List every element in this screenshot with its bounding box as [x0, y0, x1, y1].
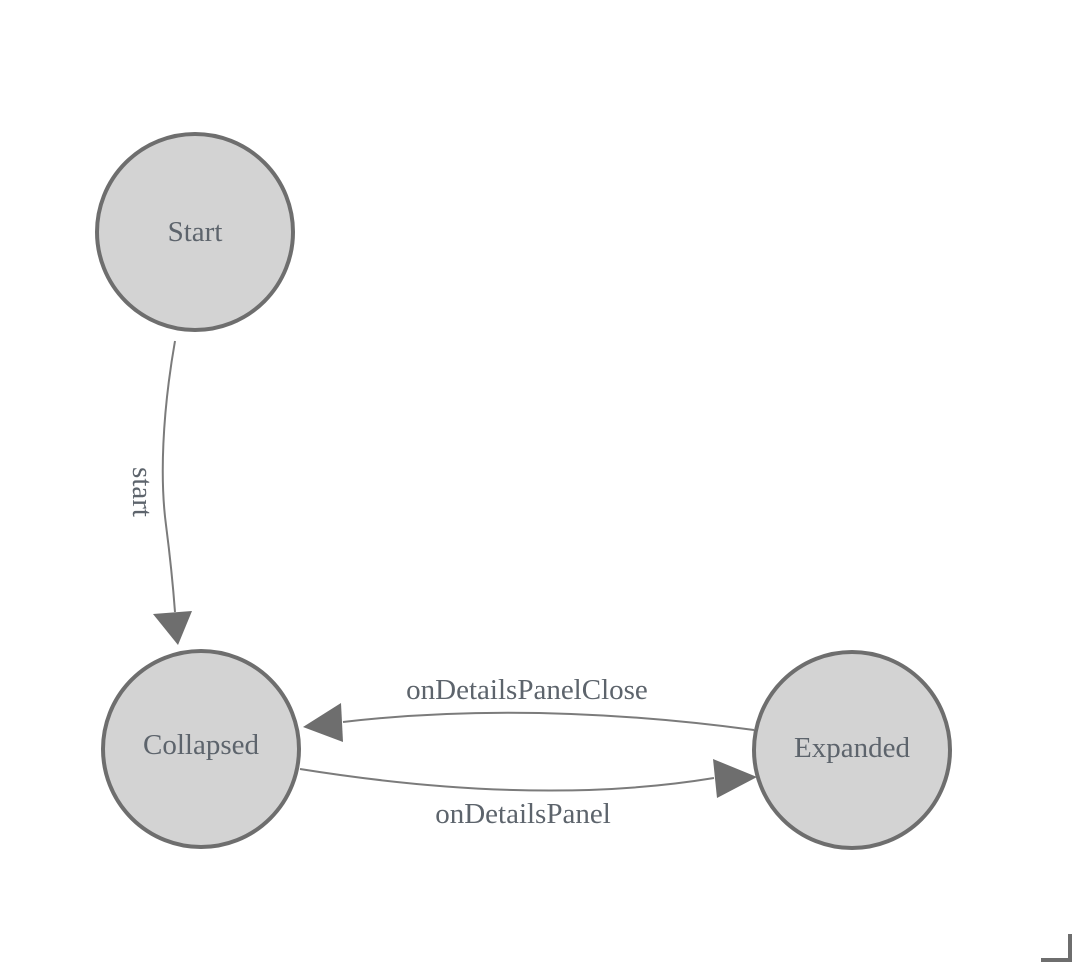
edge-label-ondetailspanelclose: onDetailsPanelClose	[406, 674, 648, 706]
edge-expanded-to-collapsed	[342, 711, 755, 731]
state-node-start-circle	[95, 132, 295, 332]
state-node-expanded-label: Expanded	[794, 732, 910, 764]
state-node-expanded-circle	[752, 650, 952, 850]
edge-collapsed-to-expanded	[299, 768, 715, 792]
arrowhead-collapsed-to-expanded	[713, 759, 757, 798]
arrowhead-expanded-to-collapsed	[303, 703, 343, 742]
state-node-collapsed-circle	[101, 649, 301, 849]
state-node-collapsed: Collapsed	[101, 649, 301, 849]
state-node-start-label: Start	[168, 216, 223, 248]
state-node-expanded: Expanded	[752, 650, 952, 850]
viewport-corner-mark	[1041, 934, 1072, 962]
state-node-start: Start	[95, 132, 295, 332]
edge-start-to-collapsed	[161, 340, 176, 613]
edge-label-ondetailspanel: onDetailsPanel	[435, 798, 611, 830]
state-node-collapsed-label: Collapsed	[143, 729, 259, 761]
arrowhead-start-to-collapsed	[153, 611, 192, 645]
edge-label-start: start	[126, 467, 158, 517]
